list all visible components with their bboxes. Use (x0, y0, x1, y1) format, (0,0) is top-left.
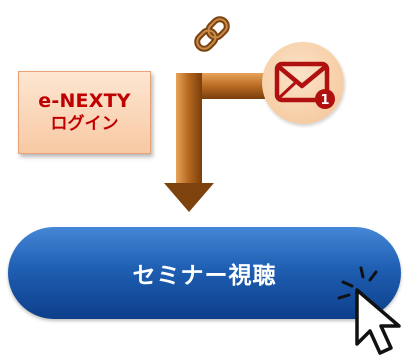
pointer-click-icon (337, 266, 401, 355)
login-box-title: e-NEXTY (38, 90, 131, 112)
login-box-subtitle: ログイン (50, 113, 119, 134)
notification-count: 1 (320, 93, 329, 108)
envelope-icon: 1 (274, 61, 335, 109)
seminar-view-button[interactable]: セミナー視聴 (8, 227, 401, 319)
link-icon (194, 16, 230, 52)
mail-badge: 1 (262, 42, 344, 124)
enexty-login-button[interactable]: e-NEXTY ログイン (18, 71, 151, 154)
seminar-button-label: セミナー視聴 (132, 263, 277, 289)
